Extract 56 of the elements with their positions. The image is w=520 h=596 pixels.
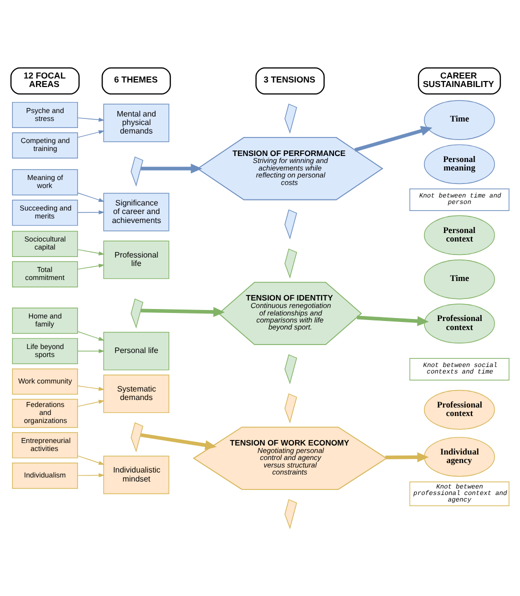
node-box: CAREER SUSTAINABILITY bbox=[418, 67, 501, 95]
node-box: Systematic demands bbox=[103, 374, 170, 414]
arrow bbox=[77, 349, 105, 354]
node-ellipse: Professional context bbox=[424, 390, 495, 430]
node-box: Psyche and stress bbox=[12, 102, 78, 128]
arrow bbox=[356, 316, 429, 326]
node-box: Work community bbox=[12, 368, 78, 395]
node-lightning bbox=[284, 209, 298, 240]
node-lightning bbox=[284, 248, 298, 279]
node-lightning bbox=[284, 354, 298, 384]
node-ellipse: Individual agency bbox=[424, 436, 495, 477]
arrow bbox=[140, 433, 217, 450]
node-box: Significance of career and achievements bbox=[103, 192, 170, 232]
node-box: Home and family bbox=[12, 308, 78, 334]
node-box: Federations and organizations bbox=[12, 398, 78, 428]
arrow bbox=[77, 130, 104, 138]
arrow bbox=[77, 473, 105, 478]
arrow bbox=[385, 452, 429, 462]
node-ellipse: Time bbox=[424, 100, 495, 140]
node-lightning bbox=[130, 156, 144, 187]
node-box: Succeeding and merits bbox=[12, 200, 78, 226]
arrow bbox=[354, 126, 432, 152]
arrow bbox=[77, 400, 104, 407]
arrow bbox=[77, 331, 104, 341]
node-box: Individualism bbox=[12, 462, 78, 489]
arrow bbox=[77, 386, 105, 391]
node-box: Individualistic mindset bbox=[103, 456, 170, 494]
node-box: 3 TENSIONS bbox=[255, 67, 325, 95]
node-box: Personal life bbox=[103, 332, 170, 370]
node-lightning bbox=[130, 422, 144, 452]
arrow bbox=[77, 249, 105, 256]
node-box: 6 THEMES bbox=[102, 67, 171, 95]
node-box: 12 FOCAL AREAS bbox=[10, 67, 80, 95]
arrow bbox=[77, 455, 104, 465]
node-box: Professional life bbox=[103, 240, 170, 280]
node-box: Competing and training bbox=[12, 132, 78, 158]
arrow bbox=[77, 264, 105, 270]
node-ellipse: Professional context bbox=[424, 304, 495, 344]
node-box: Entrepreneurial activities bbox=[12, 432, 78, 458]
arrow bbox=[140, 164, 202, 174]
node-lightning bbox=[284, 104, 298, 134]
node-ellipse: Personal meaning bbox=[424, 144, 495, 184]
node-box: Life beyond sports bbox=[12, 338, 78, 364]
node-ellipse: Personal context bbox=[424, 215, 495, 256]
node-box: Total commitment bbox=[12, 261, 78, 288]
node-box: Meaning of work bbox=[12, 169, 78, 196]
node-ellipse: Time bbox=[424, 259, 495, 300]
node-lightning bbox=[284, 393, 298, 424]
arrow bbox=[140, 307, 225, 317]
node-lightning bbox=[130, 298, 144, 329]
arrow bbox=[77, 192, 104, 202]
arrow bbox=[77, 117, 105, 122]
node-lightning bbox=[284, 499, 298, 530]
node-box: Sociocultural capital bbox=[12, 230, 78, 257]
node-box: Mental and physical demands bbox=[103, 104, 170, 142]
arrow bbox=[77, 210, 105, 214]
